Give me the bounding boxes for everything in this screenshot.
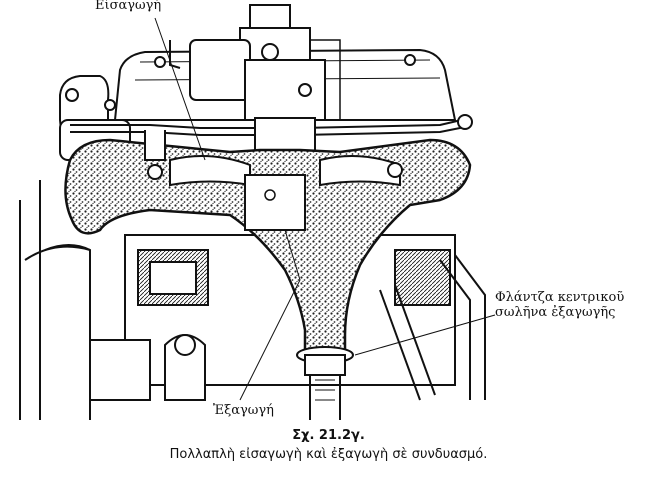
- label-flange: Φλάντζα κεντρικοῦ σωλῆνα ἐξαγωγῆς: [495, 290, 624, 320]
- leader-exhaust: [239, 229, 301, 401]
- caption-title: Σχ. 21.2γ.: [292, 428, 365, 443]
- carburettor: [169, 4, 341, 159]
- leader-lines: [154, 17, 496, 401]
- manifold: [64, 130, 472, 357]
- label-exhaust: Ἐξαγωγή: [213, 403, 274, 418]
- figure-caption: Σχ. 21.2γ. Πολλαπλὴ εἰσαγωγὴ καὶ ἐξαγωγὴ…: [0, 428, 657, 462]
- caption-text: Πολλαπλὴ εἰσαγωγὴ καὶ ἐξαγωγὴ σὲ συνδυασ…: [169, 447, 488, 462]
- distributor: [164, 334, 206, 401]
- engine-manifold-illustration: [19, 4, 496, 420]
- label-flange-line1: Φλάντζα κεντρικοῦ: [495, 290, 625, 305]
- right-pipes: [379, 254, 486, 401]
- leader-intake: [154, 17, 206, 161]
- label-flange-line2: σωλῆνα ἐξαγωγῆς: [495, 305, 616, 320]
- label-intake: Εἰσαγωγή: [95, 0, 162, 13]
- exhaust-flange: [296, 346, 354, 420]
- engine-block-lower: [89, 234, 456, 401]
- fuel-line: [70, 114, 473, 136]
- leader-flange: [354, 314, 496, 356]
